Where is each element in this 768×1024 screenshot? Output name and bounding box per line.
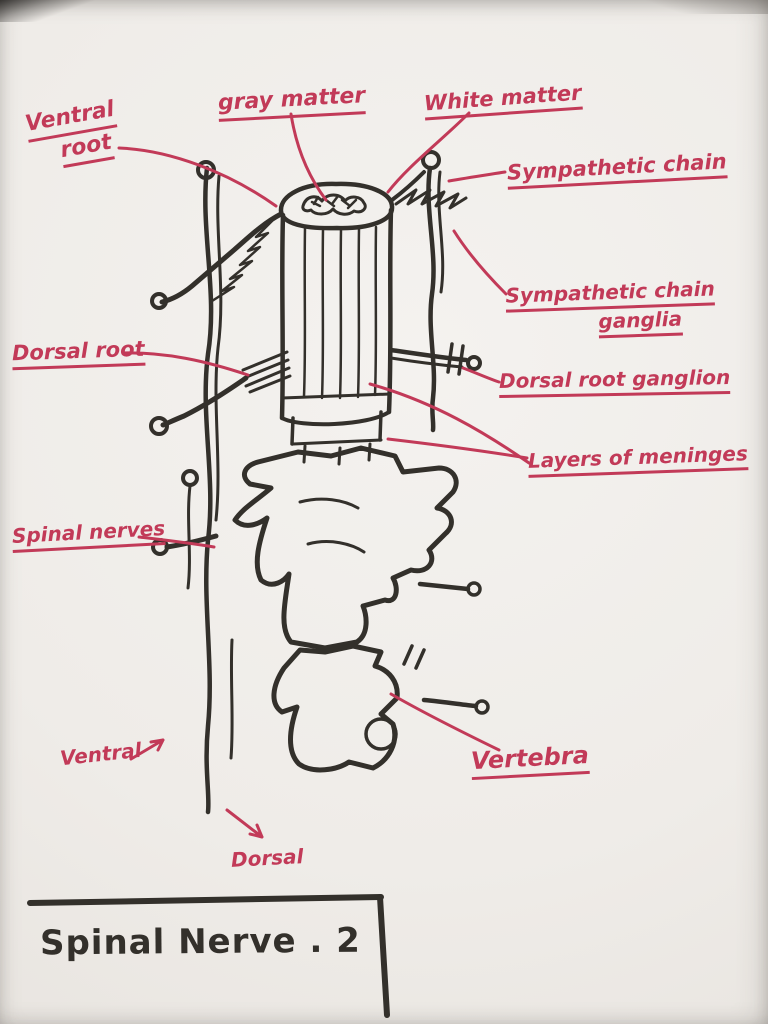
label-sympathetic-chain-ganglia: Sympathetic chain ganglia [505,276,716,341]
label-vertebra: Vertebra [470,739,590,781]
leader-ventral-root [117,146,278,208]
leader-white-matter [386,111,471,194]
label-scg-line2: ganglia [598,306,683,339]
page-title: Spinal Nerve . 2 [39,920,362,964]
dorsal-direction-arrow [225,808,264,839]
leader-spinal-nerves [137,535,216,549]
photo-corner-shadow-left [0,0,96,22]
vertebrae-drawing [232,445,490,773]
photo-corner-shadow-right [628,0,768,14]
leader-vertebra [389,692,501,752]
spinal-cord-body [279,207,394,466]
label-dorsal-direction: Dorsal [230,844,305,872]
red-leader-lines [117,111,531,839]
leader-layers-of-meninges-1 [386,437,529,460]
leader-sympathetic-chain [447,170,507,183]
label-dorsal-root: Dorsal root [11,335,146,371]
leader-sympathetic-chain-ganglia [452,229,508,296]
title-frame [27,894,390,1018]
leader-dorsal-root [121,351,250,377]
leader-dorsal-root-ganglion [461,366,501,384]
left-spinal-nerves [149,160,292,815]
leader-layers-of-meninges-2 [368,382,531,465]
leader-gray-matter [289,112,328,202]
ventral-direction-arrow [129,738,165,761]
label-dorsal-root-ganglion: Dorsal root ganglion [498,364,731,399]
cord-cross-section [278,181,395,231]
sympathetic-chain-drawing [388,150,482,433]
